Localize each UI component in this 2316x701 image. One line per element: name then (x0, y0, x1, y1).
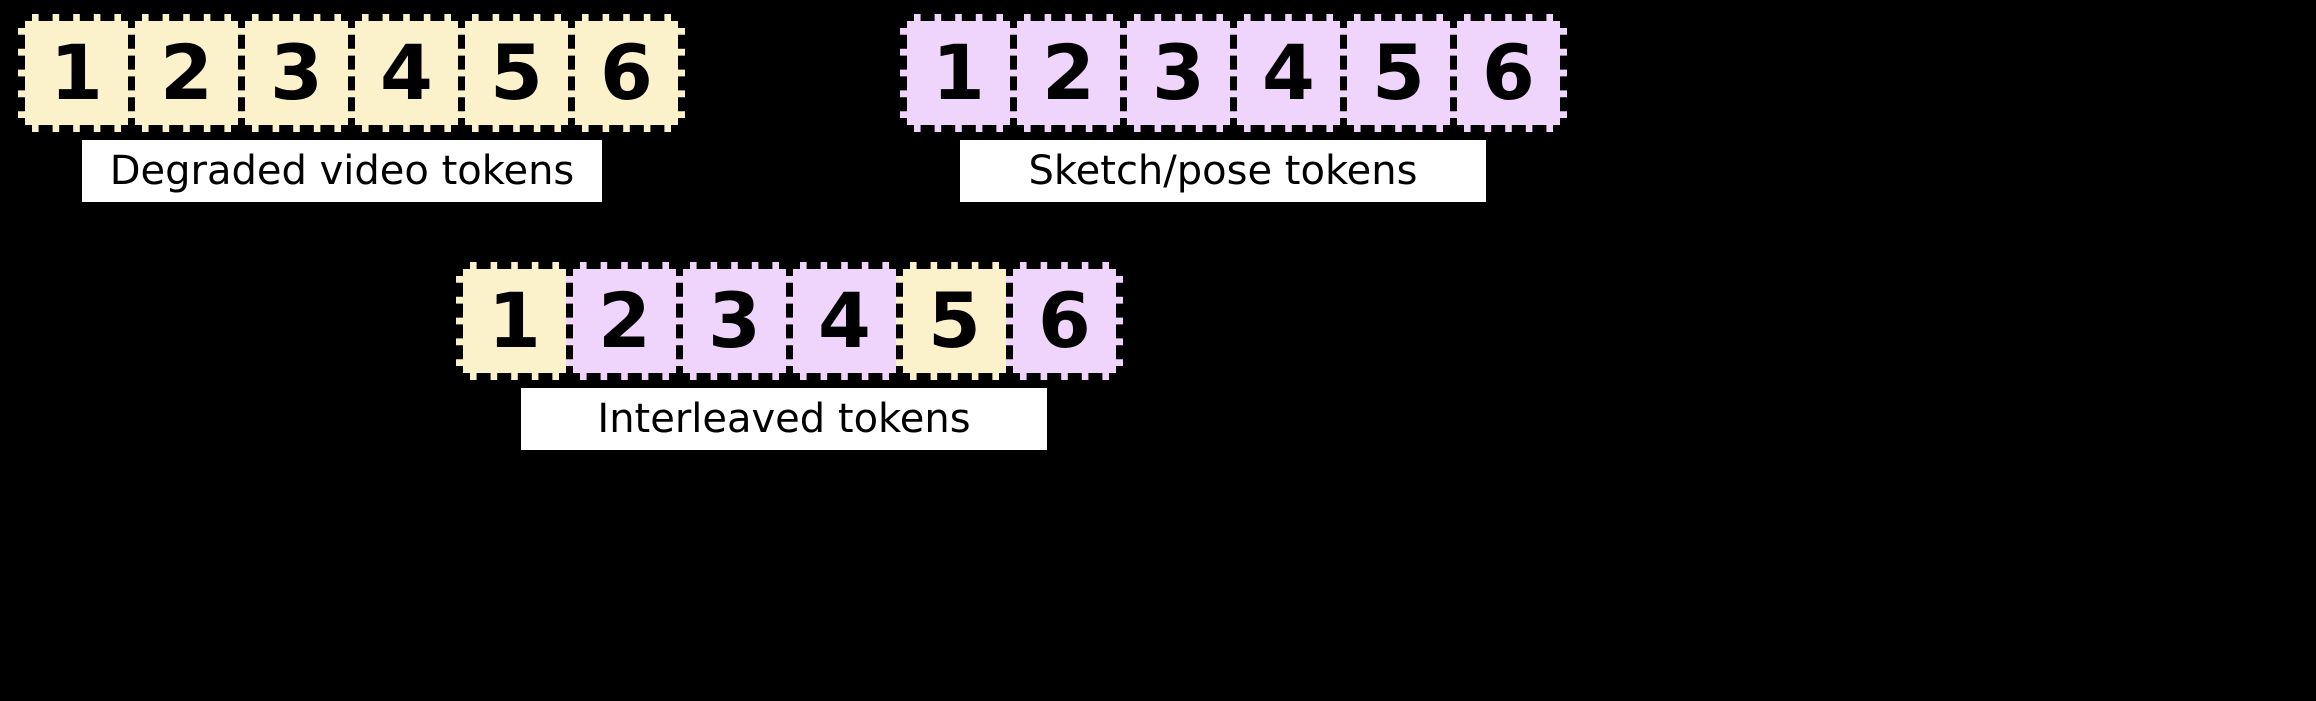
caption-degraded-video: Degraded video tokens (82, 140, 602, 202)
token-box: 4 (786, 262, 903, 380)
token-box: 6 (1450, 14, 1567, 132)
token-box: 6 (1006, 262, 1123, 380)
token-box: 1 (456, 262, 573, 380)
token-box: 3 (238, 14, 355, 132)
token-box: 4 (1230, 14, 1347, 132)
token-box: 3 (676, 262, 793, 380)
caption-sketch-pose: Sketch/pose tokens (960, 140, 1486, 202)
token-box: 6 (568, 14, 685, 132)
token-box: 2 (566, 262, 683, 380)
caption-interleaved: Interleaved tokens (521, 388, 1047, 450)
token-box: 5 (1340, 14, 1457, 132)
token-box: 5 (896, 262, 1013, 380)
token-box: 2 (128, 14, 245, 132)
token-box: 1 (900, 14, 1017, 132)
token-box: 3 (1120, 14, 1237, 132)
token-box: 1 (18, 14, 135, 132)
token-box: 5 (458, 14, 575, 132)
token-box: 4 (348, 14, 465, 132)
token-box: 2 (1010, 14, 1127, 132)
